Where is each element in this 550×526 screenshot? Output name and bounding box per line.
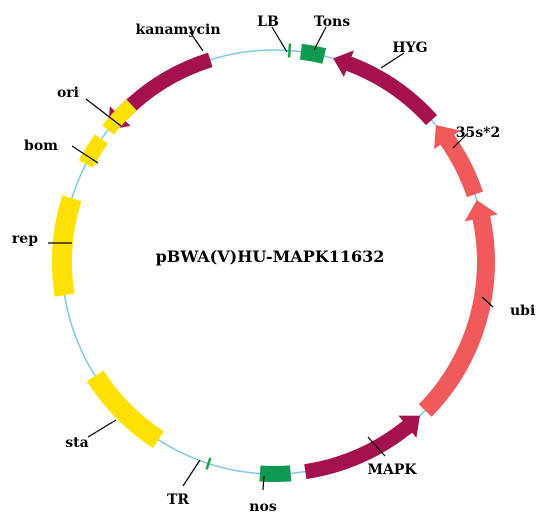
feature-tr-mark (205, 457, 212, 470)
feature-bom-label: bom (24, 138, 58, 154)
feature-bom-block (78, 134, 108, 168)
feature-hyg-arrow (333, 50, 438, 126)
feature-hyg-leader (380, 52, 405, 69)
feature-nos-label: nos (249, 499, 277, 515)
feature-mapk-arrow (304, 415, 420, 480)
feature-rep-block (51, 195, 82, 297)
feature-mapk-leader (367, 436, 386, 457)
feature-lb-leader (271, 26, 288, 53)
feature-tons-block (299, 43, 327, 64)
feature-mapk-label: MAPK (367, 462, 417, 478)
feature-p35s-leader (452, 132, 469, 149)
feature-rep-label: rep (12, 231, 38, 247)
feature-ubi-arrow (418, 200, 499, 417)
feature-kanamycin-leader (189, 31, 204, 52)
feature-p35s-label: 35s*2 (456, 125, 500, 141)
feature-tons-leader (313, 26, 327, 51)
feature-ubi-label: ubi (510, 303, 535, 319)
feature-bom-leader (71, 145, 99, 164)
feature-p35s-arrow (434, 125, 483, 198)
feature-nos-leader (262, 475, 265, 491)
feature-ori-block (102, 99, 137, 135)
plasmid-title: pBWA(V)HU-MAPK11632 (156, 247, 385, 266)
feature-sta-leader (87, 419, 117, 438)
feature-nos-block (259, 465, 292, 482)
feature-sta-label: sta (65, 435, 88, 451)
feature-lb-label: LB (257, 14, 279, 30)
feature-ubi-leader (481, 296, 494, 308)
feature-hyg-label: HYG (392, 40, 427, 56)
feature-sta-block (86, 370, 164, 449)
feature-tr-label: TR (167, 492, 189, 508)
feature-tons-label: Tons (314, 14, 350, 30)
feature-ori-leader (85, 98, 122, 127)
feature-tr-leader (182, 459, 201, 487)
feature-lb-mark (287, 43, 292, 58)
feature-ori-label: ori (57, 85, 79, 101)
feature-kanamycin-label: kanamycin (136, 22, 221, 38)
